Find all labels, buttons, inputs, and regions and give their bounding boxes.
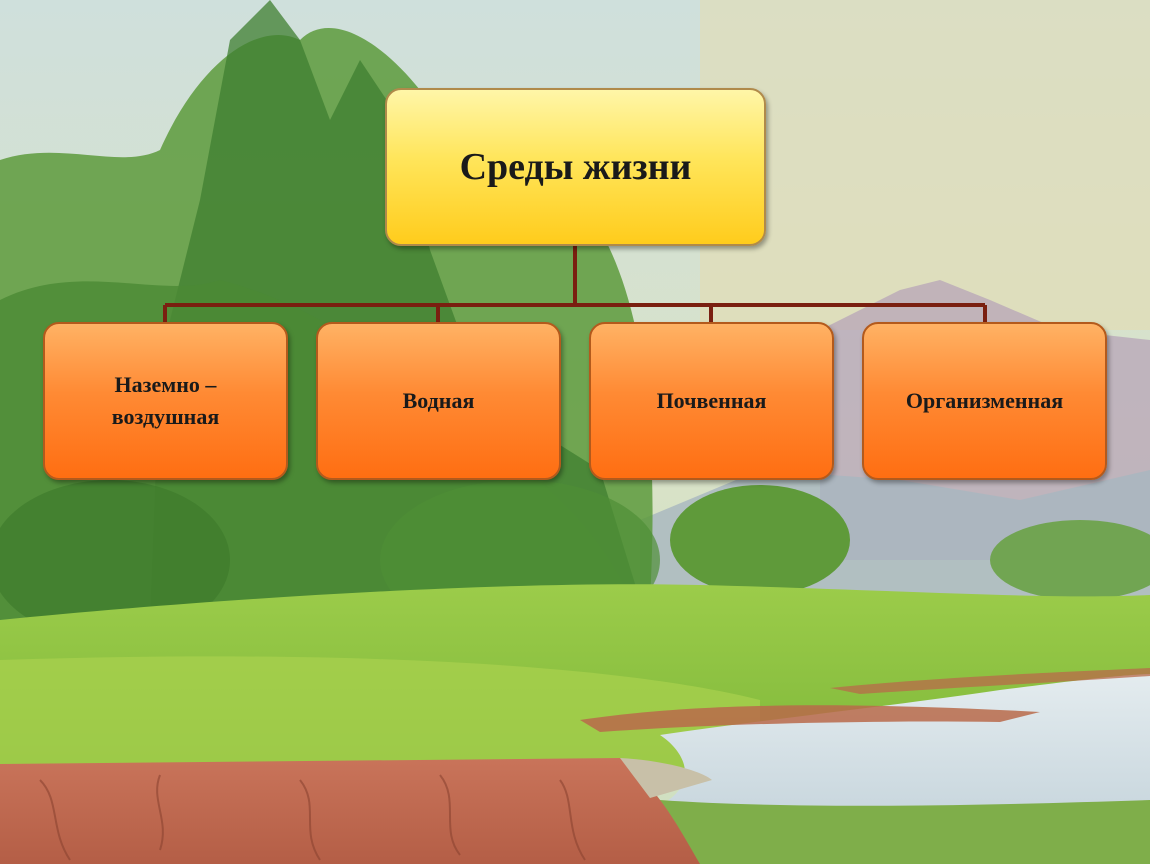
child-node-label-line2: воздушная <box>111 404 220 429</box>
child-node-label-line1: Наземно – <box>114 372 217 398</box>
child-node-label: Водная <box>402 388 475 414</box>
child-node-label: Почвенная <box>656 388 767 414</box>
child-node-land-air: Наземно – воздушная <box>43 322 288 480</box>
root-node: Среды жизни <box>385 88 766 246</box>
child-node-label: Организменная <box>905 388 1064 414</box>
root-node-label: Среды жизни <box>459 146 692 188</box>
child-node-organism: Организменная <box>862 322 1107 480</box>
child-node-soil: Почвенная <box>589 322 834 480</box>
child-node-water: Водная <box>316 322 561 480</box>
